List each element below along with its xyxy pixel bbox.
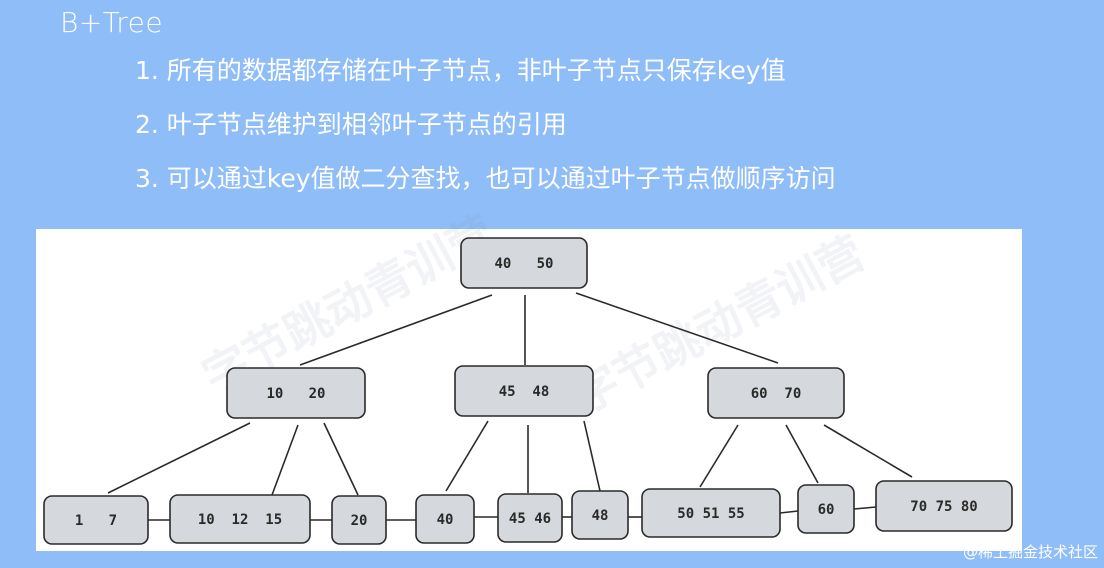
tree-edge bbox=[785, 424, 819, 484]
tree-edge bbox=[107, 422, 251, 494]
node-label: 60 bbox=[818, 502, 835, 518]
internal-node: 10 20 bbox=[226, 367, 366, 419]
node-label: 60 70 bbox=[751, 386, 802, 402]
tree-edge bbox=[271, 424, 299, 496]
node-label: 40 bbox=[437, 512, 454, 528]
leaf-node: 1 7 bbox=[43, 495, 149, 545]
tree-edge bbox=[823, 424, 913, 478]
leaf-node: 50 51 55 bbox=[641, 488, 781, 538]
node-label: 40 50 bbox=[494, 256, 553, 272]
root-node: 40 50 bbox=[460, 237, 588, 289]
leaf-node: 20 bbox=[331, 495, 387, 545]
leaf-node: 70 75 80 bbox=[875, 480, 1013, 532]
node-label: 48 bbox=[592, 508, 609, 524]
node-label: 10 12 15 bbox=[198, 512, 282, 528]
leaf-node: 40 bbox=[415, 494, 475, 544]
tree-edge bbox=[583, 420, 601, 492]
node-label: 20 bbox=[351, 513, 368, 529]
btree-svg: 40 50 10 20 45 48 60 70 1 7 10 12 15 20 bbox=[43, 237, 1013, 545]
node-label: 50 51 55 bbox=[677, 506, 744, 522]
tree-edge bbox=[299, 294, 493, 366]
tree-edge bbox=[445, 420, 489, 492]
credit-text: @稀土掘金技术社区 bbox=[962, 543, 1098, 561]
tree-edge bbox=[575, 292, 779, 364]
bullet-list: 1. 所有的数据都存储在叶子节点，非叶子节点只保存key值 2. 叶子节点维护到… bbox=[135, 56, 836, 218]
leaf-node: 45 46 bbox=[497, 493, 563, 543]
node-label: 45 46 bbox=[509, 511, 551, 527]
bullet-item: 3. 可以通过key值做二分查找，也可以通过叶子节点做顺序访问 bbox=[135, 164, 836, 193]
bullet-item: 2. 叶子节点维护到相邻叶子节点的引用 bbox=[135, 110, 567, 139]
tree-edge bbox=[699, 424, 739, 488]
btree-diagram: 字节跳动青训营 字节跳动青训营 40 50 10 bbox=[36, 205, 1022, 551]
node-label: 45 48 bbox=[499, 384, 550, 400]
leaf-node: 60 bbox=[797, 484, 855, 534]
internal-node: 60 70 bbox=[707, 367, 845, 419]
node-label: 70 75 80 bbox=[910, 499, 977, 515]
leaf-link bbox=[853, 506, 877, 510]
leaf-link bbox=[779, 510, 799, 514]
internal-node: 45 48 bbox=[454, 365, 594, 417]
leaf-node: 48 bbox=[571, 490, 629, 540]
bullet-item: 1. 所有的数据都存储在叶子节点，非叶子节点只保存key值 bbox=[135, 56, 786, 85]
leaf-node: 10 12 15 bbox=[169, 494, 311, 544]
slide-title: B+Tree bbox=[60, 6, 164, 39]
node-label: 10 20 bbox=[266, 386, 325, 402]
tree-edge bbox=[323, 422, 359, 496]
node-label: 1 7 bbox=[75, 513, 117, 529]
